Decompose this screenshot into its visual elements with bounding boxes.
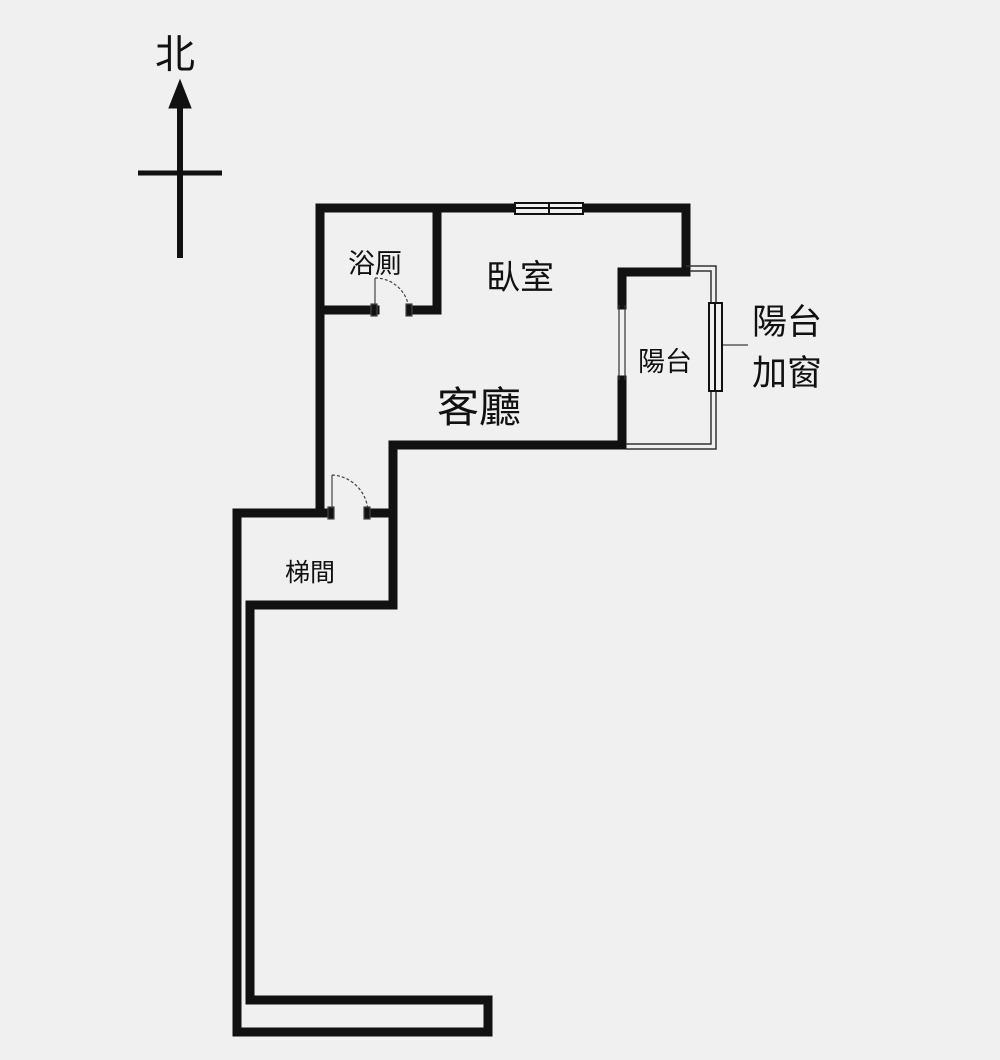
walls	[232, 203, 691, 1037]
bedroom-window	[514, 202, 584, 215]
room-label-bathroom: 浴厠	[348, 249, 402, 280]
compass-label: 北	[155, 32, 195, 78]
annotation-balcony-window-line2: 加窗	[752, 354, 823, 394]
north-arrow-icon	[138, 78, 222, 258]
room-label-balcony: 陽台	[638, 347, 692, 378]
room-label-living-room: 客廳	[437, 383, 522, 432]
balcony-window	[708, 302, 748, 392]
balcony-opening	[618, 305, 626, 380]
annotation-balcony-window-line1: 陽台	[752, 303, 823, 343]
room-label-stairwell: 梯間	[285, 558, 336, 587]
entrance-door	[327, 474, 371, 520]
bathroom-door	[370, 277, 413, 317]
room-label-bedroom: 臥室	[486, 258, 554, 298]
